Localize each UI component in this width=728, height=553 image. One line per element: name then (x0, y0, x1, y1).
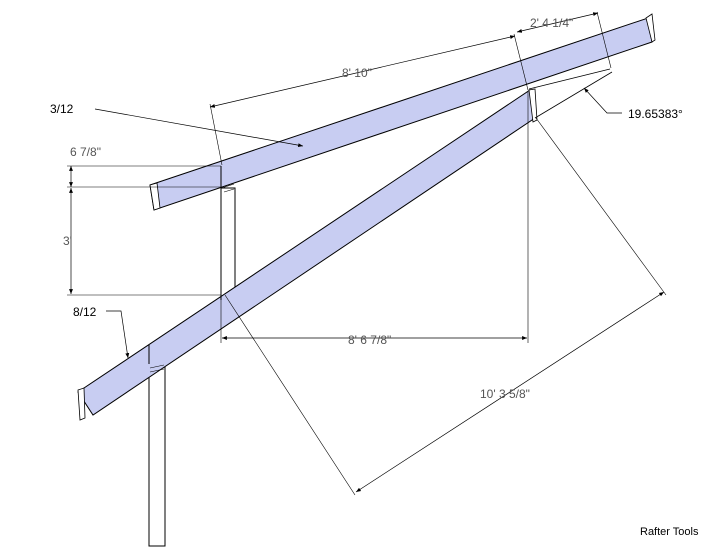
tail-lines (528, 68, 613, 119)
credit-label: Rafter Tools (640, 526, 699, 538)
dim-tail-text: 2' 4 1/4" (530, 16, 573, 30)
dim-height-text: 3' (63, 234, 72, 248)
dim-upper-run (209, 33, 529, 166)
dim-upper-step (67, 165, 221, 188)
lower-pitch-label: 8/12 (73, 305, 97, 319)
angle-leader (583, 87, 622, 114)
dim-lower-run-text: 8' 6 7/8" (348, 333, 391, 347)
dim-lower-diagonal (224, 117, 667, 496)
upper-pitch-label: 3/12 (50, 102, 74, 116)
dim-tail (516, 11, 612, 69)
lower-pitch-leader (106, 310, 130, 359)
dim-lower-diagonal-text: 10' 3 5/8" (480, 387, 530, 401)
upper-post (220, 187, 236, 301)
angle-label: 19.65383° (628, 107, 683, 121)
dim-height (67, 188, 221, 296)
lower-post (148, 363, 166, 547)
dim-upper-step-text: 6 7/8" (70, 145, 101, 159)
upper-pitch-leader (94, 108, 304, 148)
dim-upper-run-text: 8' 10" (342, 66, 372, 80)
